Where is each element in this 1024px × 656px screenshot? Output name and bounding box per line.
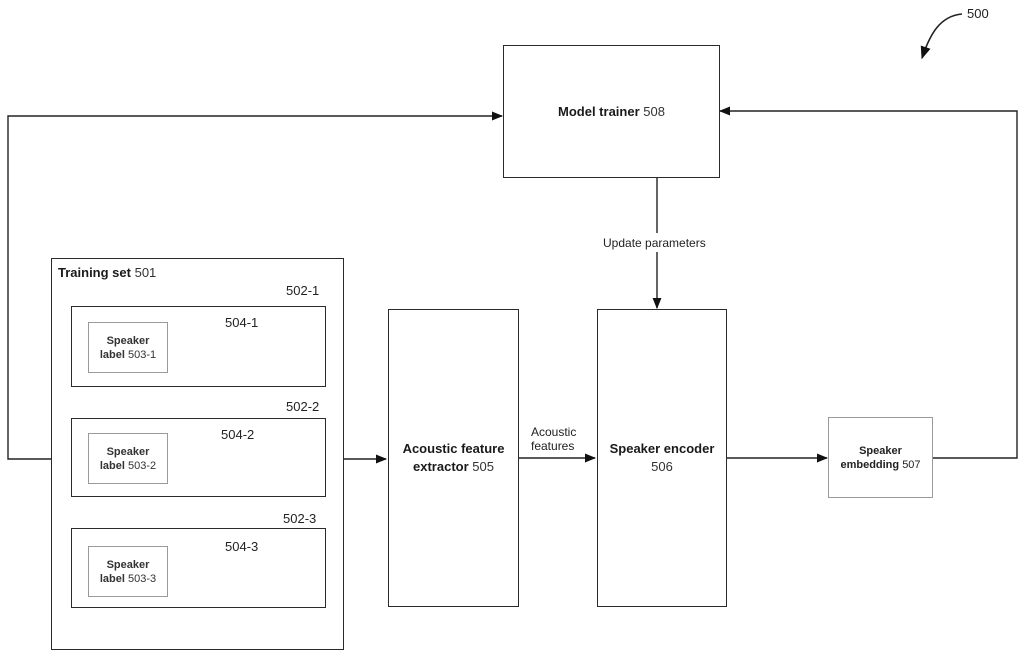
speaker-label-ref: 503-2 [128, 459, 157, 472]
encoder-name: Speaker encoder [609, 441, 715, 456]
update-parameters-label: Update parameters [603, 236, 706, 250]
model-trainer-name: Model trainer [558, 103, 640, 119]
embedding-ref: 507 [902, 458, 921, 471]
speaker-label-ref: 503-1 [128, 348, 157, 361]
sample-ref: 502-3 [283, 511, 317, 526]
acoustic-features-label: Acoustic features [531, 425, 576, 453]
training-set-name: Training set [58, 265, 131, 280]
audio-ref: 504-1 [225, 315, 259, 330]
model-trainer-box: Model trainer 508 [503, 45, 720, 178]
audio-ref: 504-2 [221, 427, 255, 442]
speaker-label-sub: label [99, 348, 125, 361]
figure-ref: 500 [967, 6, 989, 21]
acoustic-features-line1: Acoustic [531, 425, 577, 439]
training-set-ref: 501 [134, 265, 157, 280]
connector-sample-to-trainer [7, 111, 504, 460]
extractor-name-line1: Acoustic feature [402, 441, 505, 456]
speaker-label-ref: 503-3 [128, 572, 157, 585]
acoustic-feature-extractor-box: Acoustic feature extractor 505 [388, 309, 519, 607]
model-trainer-ref: 508 [643, 103, 665, 119]
extractor-ref: 505 [472, 459, 494, 474]
figure-ref-arrow [920, 13, 963, 60]
acoustic-features-line2: features [531, 439, 575, 453]
sample-ref: 502-2 [286, 399, 320, 414]
extractor-name-line2: extractor [413, 459, 469, 474]
speaker-encoder-box: Speaker encoder 506 [597, 309, 727, 607]
embedding-name-line2: embedding [840, 458, 900, 471]
speaker-label-name: Speaker [106, 334, 150, 347]
speaker-label-name: Speaker [106, 445, 150, 458]
connector-embedding-to-trainer [718, 106, 1018, 459]
embedding-name-line1: Speaker [859, 444, 902, 457]
speaker-label-name: Speaker [106, 558, 150, 571]
audio-ref: 504-3 [225, 539, 259, 554]
speaker-label-sub: label [99, 572, 125, 585]
encoder-ref: 506 [651, 459, 673, 474]
sample-ref: 502-1 [286, 283, 320, 298]
speaker-label-sub: label [99, 459, 125, 472]
